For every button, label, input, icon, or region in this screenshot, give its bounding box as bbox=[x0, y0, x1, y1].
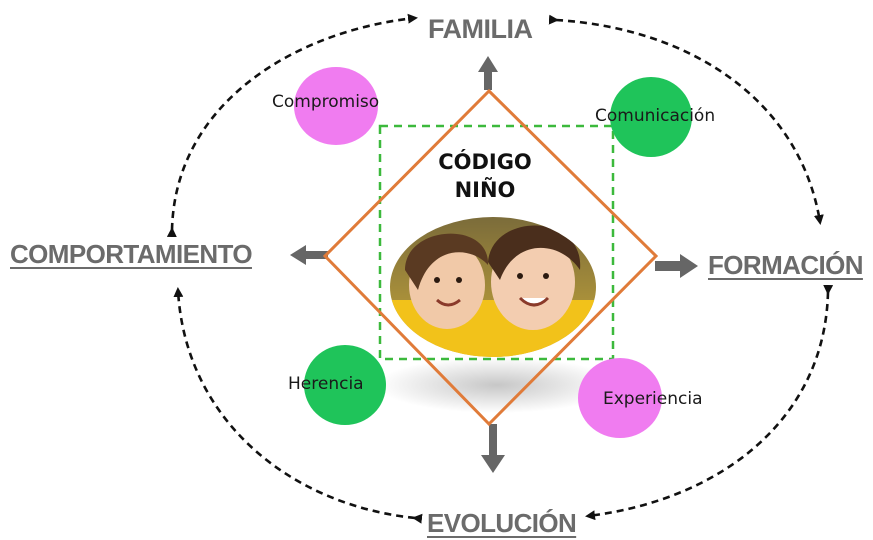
orange-diamond bbox=[322, 88, 659, 427]
arrow-right-icon bbox=[655, 254, 698, 278]
label-comunicacion: Comunicación bbox=[595, 106, 716, 126]
arrow-right-to-bottom bbox=[585, 284, 834, 521]
center-title-line2: NIÑO bbox=[454, 178, 516, 202]
label-herencia: Herencia bbox=[288, 374, 364, 394]
label-compromiso: Compromiso bbox=[272, 92, 380, 112]
dashed-square bbox=[378, 124, 615, 361]
bubble-herencia bbox=[304, 345, 386, 425]
arrow-left-to-top bbox=[166, 13, 418, 238]
bubble-experiencia bbox=[578, 358, 662, 438]
node-evolucion: EVOLUCIÓN bbox=[427, 508, 577, 538]
direction-arrows bbox=[290, 56, 698, 473]
arrow-up-icon bbox=[478, 56, 498, 90]
node-familia: FAMILIA bbox=[428, 14, 533, 44]
node-comportamiento: COMPORTAMIENTO bbox=[10, 239, 253, 269]
bubble-comunicacion bbox=[610, 77, 692, 157]
label-experiencia: Experiencia bbox=[603, 389, 703, 409]
arrow-down-icon bbox=[481, 424, 505, 473]
center-title: CÓDIGO NIÑO bbox=[410, 148, 560, 204]
center-title-line1: CÓDIGO bbox=[438, 150, 532, 174]
node-formacion: FORMACIÓN bbox=[708, 250, 864, 280]
arrow-bottom-to-left bbox=[173, 287, 423, 524]
cycle-arrows bbox=[166, 13, 834, 524]
bubble-compromiso bbox=[294, 67, 378, 145]
children-photo bbox=[390, 217, 596, 357]
arrow-top-to-right bbox=[548, 14, 824, 225]
arrow-left-icon bbox=[290, 245, 328, 265]
